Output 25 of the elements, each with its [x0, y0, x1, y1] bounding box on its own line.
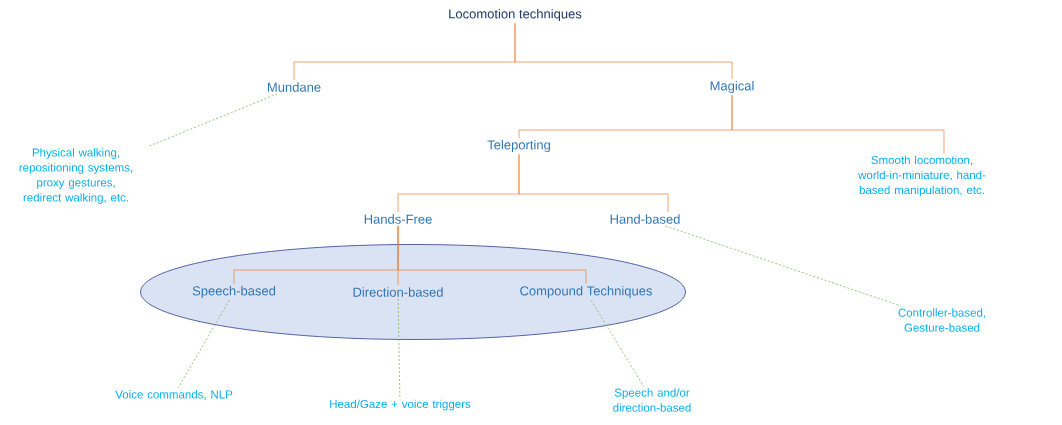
category-label: Speech-based — [192, 285, 276, 299]
category-label: Teleporting — [487, 139, 550, 153]
leader-line — [590, 299, 644, 387]
example-text: Voice commands, NLP — [115, 390, 233, 400]
technique-ellipse — [140, 244, 686, 340]
leader-line — [397, 298, 401, 398]
leader-line — [665, 225, 902, 307]
category-label: Magical — [710, 80, 754, 94]
category-label: Hands-Free — [364, 214, 432, 224]
connector-line — [514, 22, 733, 80]
leader-line — [177, 299, 230, 389]
example-text: Controller-based, Gesture-based — [898, 308, 986, 332]
example-text: Smooth locomotion, world-in-miniature, hand-based manipulation, etc. — [858, 155, 986, 197]
leader-line — [149, 93, 278, 147]
connector-line — [397, 225, 587, 285]
heading-text: Locomotion techniques — [449, 8, 582, 22]
category-label: Direction-based — [353, 287, 443, 297]
connector-line — [518, 153, 669, 213]
category-label: Compound Techniques — [520, 285, 652, 299]
example-text: Speech and/or direction-based — [613, 388, 691, 412]
category-label: Mundane — [268, 82, 321, 92]
example-text: Head/Gaze + voice triggers — [330, 399, 471, 411]
example-text: Physical walking, repositioning systems, proxy gestures, redirect walking, etc. — [19, 148, 133, 204]
connector-line — [731, 94, 945, 154]
category-label: Hand-based — [610, 214, 680, 224]
